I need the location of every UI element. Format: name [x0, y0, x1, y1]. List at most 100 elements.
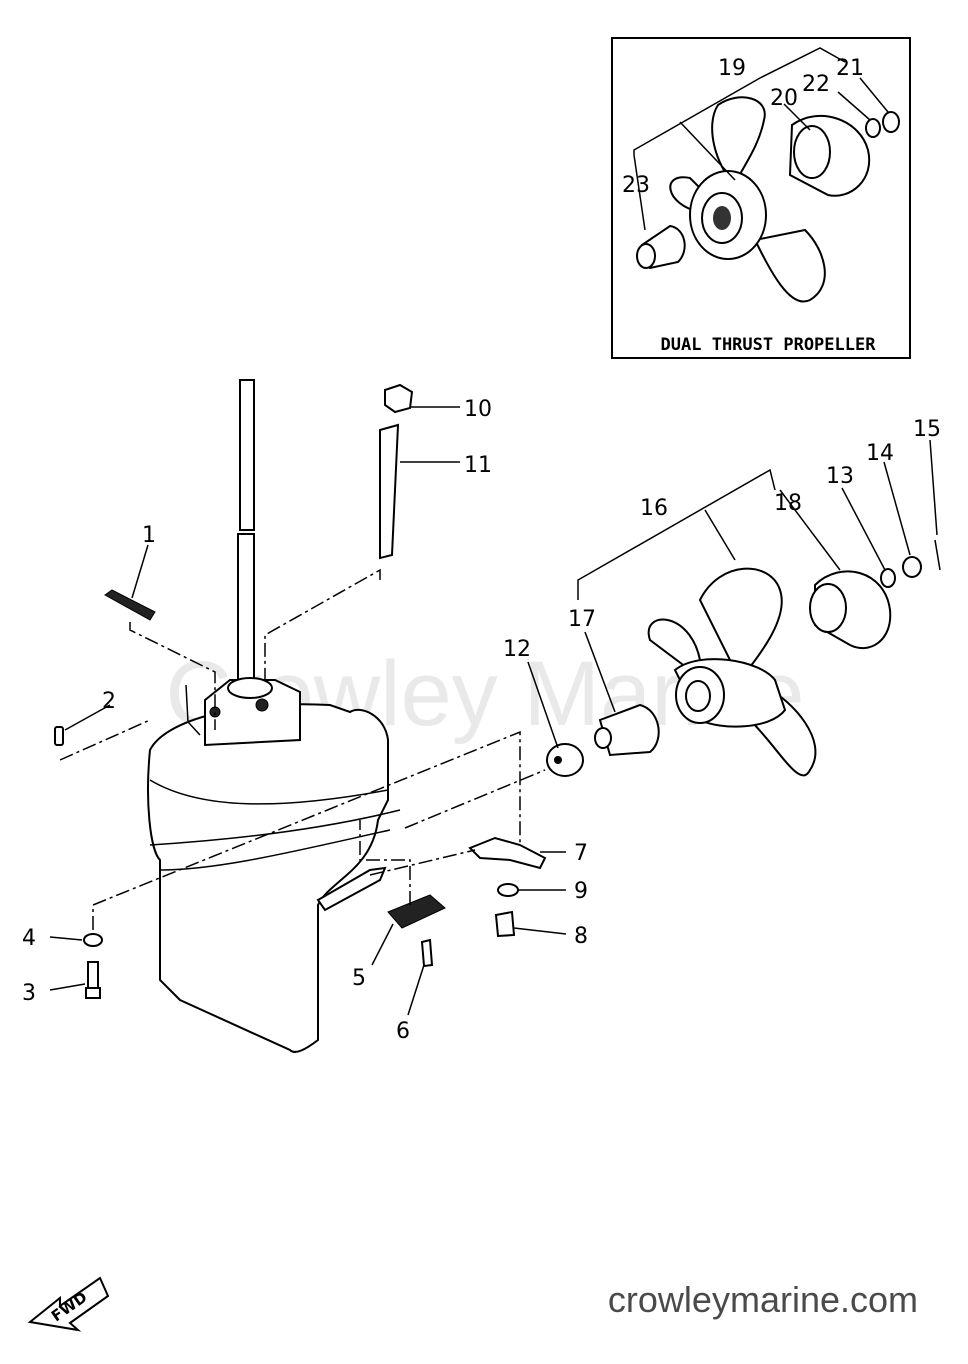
callout-17: 17: [568, 607, 596, 632]
assembly-line-1: [129, 622, 216, 730]
inset-leader-22: [837, 91, 871, 121]
part-14-nut: [902, 556, 922, 578]
inset-leader-23: [633, 154, 646, 231]
part-16-blade-top: [698, 567, 783, 682]
anti-cavitation-plate: [149, 809, 401, 846]
part-10-grommet: [384, 383, 414, 414]
inset-title: DUAL THRUST PROPELLER: [661, 335, 877, 355]
leader-17: [584, 631, 616, 713]
fwd-arrow: FWD: [27, 1276, 110, 1332]
leader-8: [513, 927, 567, 935]
inset-cone-face: [793, 125, 831, 179]
callout-15: 15: [913, 417, 941, 442]
part-2-dowel-pin: [54, 726, 64, 746]
pump-bolt-2: [209, 706, 221, 718]
part-9-washer: [497, 883, 519, 897]
propeller-shaft: [316, 866, 387, 912]
part-6-screw: [420, 938, 434, 968]
part-13-washer: [880, 568, 896, 588]
inset-callout-19: 19: [718, 56, 746, 81]
callout-10: 10: [464, 397, 492, 422]
inset-callout-20: 20: [770, 86, 798, 111]
part-18-cone-face: [809, 583, 847, 633]
leader-18: [779, 489, 841, 571]
lower-unit-assembly: 1 2 3 4 5 6 7 8 9 10 11 12 13 14 15 16 1…: [22, 379, 941, 1053]
drive-shaft-upper: [239, 379, 255, 531]
assembly-line-12: [404, 769, 546, 829]
gear-case: [147, 703, 389, 1053]
callout-2: 2: [102, 689, 116, 714]
leader-12: [527, 661, 559, 749]
part-7-anode: [468, 836, 547, 870]
drive-shaft-lower: [237, 533, 255, 695]
inset-bracket-line: [633, 47, 846, 155]
leader-15: [929, 439, 938, 536]
part-4-washer: [83, 933, 103, 947]
callout-12: 12: [503, 637, 531, 662]
pump-bolt: [255, 698, 269, 712]
leader-4: [49, 936, 83, 941]
website-url: crowleymarine.com: [608, 1279, 918, 1320]
leader-13: [841, 487, 886, 571]
inset-leader-21: [859, 77, 889, 113]
gear-case-edge: [159, 829, 391, 871]
dual-thrust-inset: 19 21 22 20 23 DUAL THRUST PROPELLER: [611, 37, 911, 359]
inset-nut: [882, 111, 900, 133]
inset-hub-center: [713, 206, 731, 230]
assembly-line-2: [59, 719, 151, 761]
leader-1: [131, 544, 149, 599]
bracket-16-18: [577, 468, 776, 600]
inset-callout-23: 23: [622, 173, 650, 198]
assembly-line-5: [359, 820, 411, 905]
leader-14: [883, 461, 911, 556]
shift-rod: [185, 684, 201, 736]
inset-callout-22: 22: [802, 72, 830, 97]
inset-spacer-end: [636, 243, 656, 269]
callout-9: 9: [574, 879, 588, 904]
callout-3: 3: [22, 981, 36, 1006]
inset-leader-19: [679, 121, 736, 181]
part-8-bolt: [494, 910, 516, 938]
part-5-plate: [387, 894, 446, 929]
part-17-spacer: [598, 703, 660, 757]
callout-7: 7: [574, 841, 588, 866]
callout-6: 6: [396, 1019, 410, 1044]
part-3-bolt-shank: [87, 961, 99, 989]
part-3-bolt-head: [85, 987, 101, 999]
inset-washer: [865, 118, 881, 138]
callout-13: 13: [826, 464, 854, 489]
assembly-line-4: [92, 730, 521, 930]
inset-leader-20: [783, 103, 811, 131]
part-11-water-tube: [379, 423, 400, 560]
callout-1: 1: [142, 523, 156, 548]
callout-18: 18: [774, 491, 802, 516]
assembly-line-11: [264, 568, 381, 680]
leader-6: [407, 964, 425, 1016]
callout-8: 8: [574, 924, 588, 949]
part-12-thrust-washer: [546, 743, 584, 777]
part-16-hub-bore: [685, 680, 711, 712]
callout-11: 11: [464, 453, 492, 478]
inset-blade-bottom: [753, 228, 826, 303]
fwd-arrow-shape: [27, 1276, 110, 1332]
pump-cap: [227, 677, 273, 699]
part-12-center: [554, 756, 562, 764]
leader-3: [49, 983, 86, 991]
leader-2: [64, 704, 111, 731]
water-pump-housing: [204, 679, 301, 747]
part-1-key: [104, 589, 156, 621]
callout-14: 14: [866, 441, 894, 466]
inset-border: [611, 37, 911, 359]
part-17-spacer-end: [594, 727, 612, 749]
inset-blade-top: [711, 96, 766, 187]
gear-case-flange: [149, 779, 389, 805]
part-15-cotter-pin: [934, 539, 941, 571]
callout-5: 5: [352, 966, 366, 991]
leader-5: [371, 923, 394, 966]
callout-4: 4: [22, 926, 36, 951]
inset-callout-21: 21: [836, 56, 864, 81]
callout-16: 16: [640, 496, 668, 521]
assembly-line-shaft: [369, 849, 476, 876]
leader-16: [704, 509, 736, 561]
